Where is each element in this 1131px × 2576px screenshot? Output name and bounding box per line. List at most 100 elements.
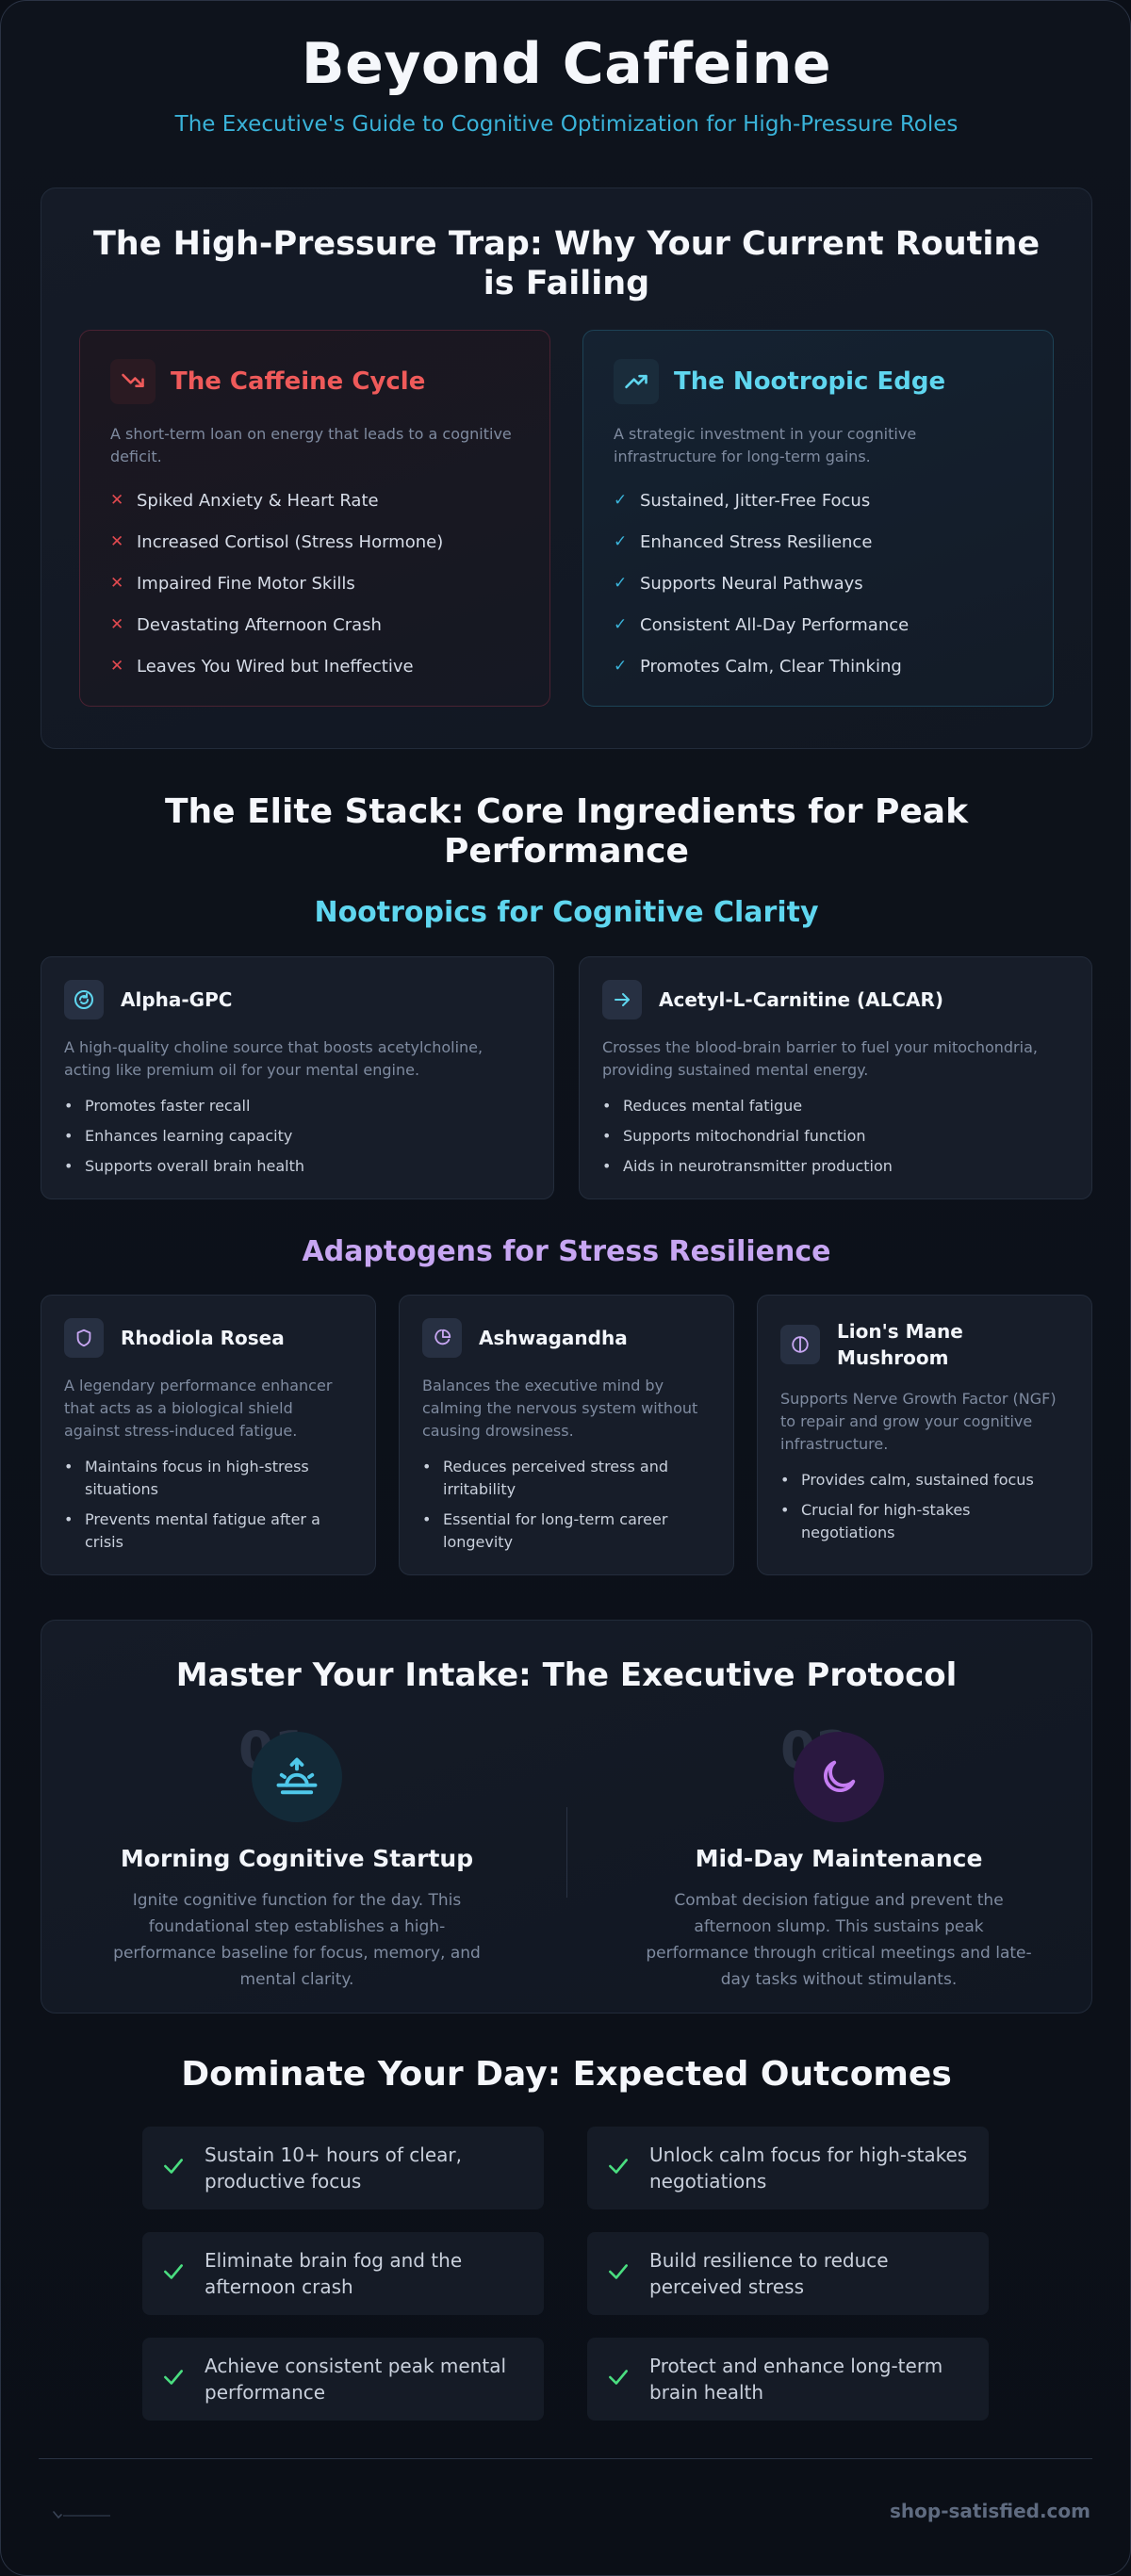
ingredient-card-rhodiola: Rhodiola Rosea A legendary performance e… bbox=[41, 1295, 376, 1575]
ingredient-benefits: Reduces perceived stress and irritabilit… bbox=[422, 1456, 711, 1554]
ingredient-desc: A legendary performance enhancer that ac… bbox=[64, 1377, 333, 1440]
list-item: ✓Enhanced Stress Resilience bbox=[614, 531, 873, 552]
x-icon: ✕ bbox=[110, 615, 124, 634]
list-item: Reduces perceived stress and irritabilit… bbox=[422, 1456, 711, 1501]
check-icon bbox=[606, 2259, 649, 2288]
list-item: Provides calm, sustained focus bbox=[780, 1469, 1069, 1492]
ingredient-card-ashwagandha: Ashwagandha Balances the executive mind … bbox=[399, 1295, 734, 1575]
protocol-step-morning: 01 Morning Cognitive Startup Ignite cogn… bbox=[99, 1720, 495, 1993]
step-title: Mid-Day Maintenance bbox=[695, 1845, 983, 1872]
sunrise-icon bbox=[252, 1732, 342, 1822]
trap-title: The High-Pressure Trap: Why Your Current… bbox=[92, 225, 1041, 302]
protocol-title: Master Your Intake: The Executive Protoc… bbox=[175, 1656, 958, 1694]
ingredient-desc: Crosses the blood-brain barrier to fuel … bbox=[602, 1038, 1038, 1079]
outcome-item: Build resilience to reduce perceived str… bbox=[587, 2232, 989, 2315]
step-desc: Ignite cognitive function for the day. T… bbox=[113, 1891, 481, 1989]
half-circle-icon bbox=[780, 1325, 820, 1364]
check-icon: ✓ bbox=[614, 615, 628, 634]
check-icon bbox=[606, 2154, 649, 2182]
ingredient-benefits: Reduces mental fatigue Supports mitochon… bbox=[602, 1095, 1069, 1178]
nootropic-edge-title: The Nootropic Edge bbox=[674, 367, 946, 396]
refresh-icon bbox=[64, 980, 104, 1019]
list-item: ✓Consistent All-Day Performance bbox=[614, 614, 910, 635]
nootropic-edge-list: ✓Sustained, Jitter-Free Focus ✓Enhanced … bbox=[614, 480, 1023, 687]
list-item: ✕Leaves You Wired but Ineffective bbox=[110, 656, 414, 677]
outcome-item: Eliminate brain fog and the afternoon cr… bbox=[142, 2232, 544, 2315]
check-icon: ✓ bbox=[614, 491, 628, 510]
ingredient-card-alpha-gpc: Alpha-GPC A high-quality choline source … bbox=[41, 956, 554, 1199]
ingredient-benefits: Provides calm, sustained focus Crucial f… bbox=[780, 1469, 1069, 1544]
nootropic-edge-card: The Nootropic Edge A strategic investmen… bbox=[582, 330, 1054, 707]
list-item: Supports mitochondrial function bbox=[602, 1125, 1069, 1148]
outcome-item: Achieve consistent peak mental performan… bbox=[142, 2338, 544, 2421]
list-item: ✕Devastating Afternoon Crash bbox=[110, 614, 382, 635]
moon-icon bbox=[794, 1732, 884, 1822]
caffeine-cycle-card: The Caffeine Cycle A short-term loan on … bbox=[79, 330, 550, 707]
caffeine-cycle-list: ✕Spiked Anxiety & Heart Rate ✕Increased … bbox=[110, 480, 519, 687]
x-icon: ✕ bbox=[110, 491, 124, 510]
list-item: ✓Supports Neural Pathways bbox=[614, 573, 863, 594]
list-item: Promotes faster recall bbox=[64, 1095, 531, 1117]
outcomes-title: Dominate Your Day: Expected Outcomes bbox=[181, 2055, 952, 2094]
ingredient-name: Lion's Mane Mushroom bbox=[837, 1320, 963, 1369]
protocol-step-midday: 02 Mid-Day Maintenance Combat decision f… bbox=[641, 1720, 1037, 1993]
list-item: Aids in neurotransmitter production bbox=[602, 1155, 1069, 1178]
check-icon bbox=[606, 2365, 649, 2393]
ingredient-desc: Supports Nerve Growth Factor (NGF) to re… bbox=[780, 1390, 1057, 1453]
check-icon bbox=[161, 2154, 205, 2182]
check-icon bbox=[161, 2365, 205, 2393]
outcome-item: Sustain 10+ hours of clear, productive f… bbox=[142, 2127, 544, 2209]
nootropics-subtitle: Nootropics for Cognitive Clarity bbox=[314, 896, 819, 929]
nootropic-edge-desc: A strategic investment in your cognitive… bbox=[614, 425, 917, 465]
list-item: Essential for long-term career longevity bbox=[422, 1508, 711, 1554]
check-icon: ✓ bbox=[614, 574, 628, 593]
pie-chart-icon bbox=[422, 1318, 462, 1358]
arrow-right-icon bbox=[602, 980, 642, 1019]
brand-logo bbox=[50, 2507, 116, 2520]
outcome-item: Unlock calm focus for high-stakes negoti… bbox=[587, 2127, 989, 2209]
list-item: Maintains focus in high-stress situation… bbox=[64, 1456, 352, 1501]
ingredient-card-lions-mane: Lion's Mane Mushroom Supports Nerve Grow… bbox=[757, 1295, 1092, 1575]
trending-up-icon bbox=[614, 359, 659, 404]
page-subtitle: The Executive's Guide to Cognitive Optim… bbox=[174, 112, 959, 137]
protocol-panel: Master Your Intake: The Executive Protoc… bbox=[41, 1620, 1092, 2014]
caffeine-cycle-desc: A short-term loan on energy that leads t… bbox=[110, 425, 512, 465]
list-item: Enhances learning capacity bbox=[64, 1125, 531, 1148]
caffeine-cycle-title: The Caffeine Cycle bbox=[171, 367, 426, 396]
step-title: Morning Cognitive Startup bbox=[120, 1845, 474, 1872]
list-item: ✕Spiked Anxiety & Heart Rate bbox=[110, 490, 379, 511]
ingredient-desc: A high-quality choline source that boost… bbox=[64, 1038, 484, 1079]
x-icon: ✕ bbox=[110, 574, 124, 593]
stack-title: The Elite Stack: Core Ingredients for Pe… bbox=[164, 792, 969, 871]
ingredient-name: Alpha-GPC bbox=[121, 988, 233, 1011]
x-icon: ✕ bbox=[110, 657, 124, 676]
list-item: Reduces mental fatigue bbox=[602, 1095, 1069, 1117]
x-icon: ✕ bbox=[110, 532, 124, 551]
ingredient-benefits: Promotes faster recall Enhances learning… bbox=[64, 1095, 531, 1178]
outcome-item: Protect and enhance long-term brain heal… bbox=[587, 2338, 989, 2421]
list-item: Supports overall brain health bbox=[64, 1155, 531, 1178]
step-divider bbox=[566, 1807, 567, 1898]
step-desc: Combat decision fatigue and prevent the … bbox=[646, 1891, 1032, 1989]
check-icon bbox=[161, 2259, 205, 2288]
ingredient-name: Acetyl-L-Carnitine (ALCAR) bbox=[659, 988, 944, 1011]
list-item: ✕Impaired Fine Motor Skills bbox=[110, 573, 355, 594]
list-item: Crucial for high-stakes negotiations bbox=[780, 1499, 1069, 1544]
page-title: Beyond Caffeine bbox=[301, 31, 832, 97]
ingredient-desc: Balances the executive mind by calming t… bbox=[422, 1377, 698, 1440]
ingredient-name: Rhodiola Rosea bbox=[121, 1327, 285, 1349]
ingredient-benefits: Maintains focus in high-stress situation… bbox=[64, 1456, 352, 1554]
list-item: ✓Sustained, Jitter-Free Focus bbox=[614, 490, 871, 511]
list-item: ✕Increased Cortisol (Stress Hormone) bbox=[110, 531, 444, 552]
list-item: Prevents mental fatigue after a crisis bbox=[64, 1508, 352, 1554]
ingredient-card-alcar: Acetyl-L-Carnitine (ALCAR) Crosses the b… bbox=[579, 956, 1092, 1199]
shield-icon bbox=[64, 1318, 104, 1358]
adaptogens-subtitle: Adaptogens for Stress Resilience bbox=[302, 1235, 831, 1268]
list-item: ✓Promotes Calm, Clear Thinking bbox=[614, 656, 902, 677]
check-icon: ✓ bbox=[614, 532, 628, 551]
trap-panel: The High-Pressure Trap: Why Your Current… bbox=[41, 187, 1092, 749]
footer-brand-link[interactable]: shop-satisfied.com bbox=[890, 2500, 1090, 2522]
footer-divider bbox=[39, 2458, 1092, 2459]
check-icon: ✓ bbox=[614, 657, 628, 676]
